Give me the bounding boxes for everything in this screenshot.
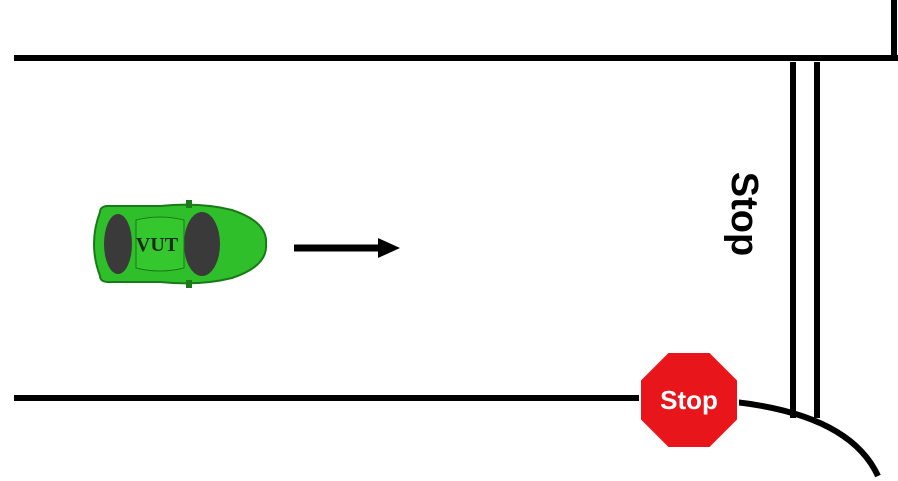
car-label: VUT: [136, 234, 179, 256]
stop-sign-octagon: [639, 351, 739, 449]
car-mirror-bottom: [186, 280, 192, 288]
road-curb-curve: [734, 399, 881, 478]
car-windshield: [184, 212, 220, 276]
car-rear-window: [104, 214, 132, 274]
stop-sign: Stop: [639, 351, 739, 449]
arrow-right-icon: [294, 238, 400, 258]
road-marking-stop-text: Stop: [723, 172, 765, 256]
car-roof-outline: [135, 216, 185, 272]
car-mirror-top: [186, 200, 192, 208]
stop-sign-text: Stop: [660, 385, 718, 415]
vut-car: VUT: [93, 200, 268, 288]
